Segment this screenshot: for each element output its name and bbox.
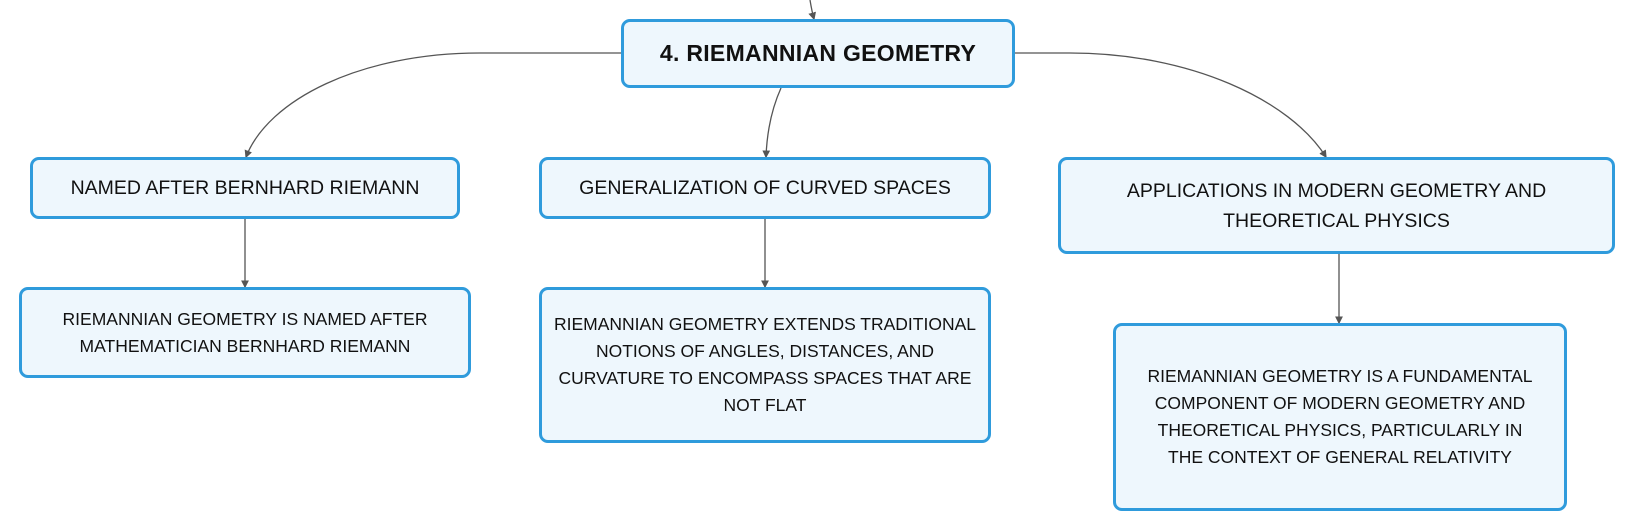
connector-incoming — [808, 0, 816, 21]
topic-node-applications[interactable]: APPLICATIONS IN MODERN GEOMETRY AND THEO… — [1058, 157, 1615, 254]
connector-root-topic-1 — [244, 52, 621, 159]
topic-node-named-after-riemann[interactable]: NAMED AFTER BERNHARD RIEMANN — [30, 157, 460, 219]
detail-node-applications[interactable]: RIEMANNIAN GEOMETRY IS A FUNDAMENTAL COM… — [1113, 323, 1567, 511]
detail-node-named-after-riemann[interactable]: RIEMANNIAN GEOMETRY IS NAMED AFTER MATHE… — [19, 287, 471, 378]
connector-root-topic-2 — [762, 87, 782, 159]
topic-node-label: NAMED AFTER BERNHARD RIEMANN — [70, 177, 420, 199]
topic-node-curved-spaces[interactable]: GENERALIZATION OF CURVED SPACES — [539, 157, 991, 219]
connector-root-topic-3 — [1015, 52, 1327, 159]
topic-node-label: APPLICATIONS IN MODERN GEOMETRY AND THEO… — [1126, 179, 1547, 232]
detail-node-curved-spaces[interactable]: RIEMANNIAN GEOMETRY EXTENDS TRADITIONAL … — [539, 287, 991, 443]
topic-node-label: GENERALIZATION OF CURVED SPACES — [579, 177, 951, 199]
root-node[interactable]: 4. RIEMANNIAN GEOMETRY — [621, 19, 1015, 88]
detail-node-label: RIEMANNIAN GEOMETRY EXTENDS TRADITIONAL … — [553, 314, 977, 415]
detail-node-label: RIEMANNIAN GEOMETRY IS NAMED AFTER MATHE… — [62, 308, 428, 356]
root-node-label: 4. RIEMANNIAN GEOMETRY — [659, 40, 977, 66]
detail-node-label: RIEMANNIAN GEOMETRY IS A FUNDAMENTAL COM… — [1147, 366, 1533, 467]
